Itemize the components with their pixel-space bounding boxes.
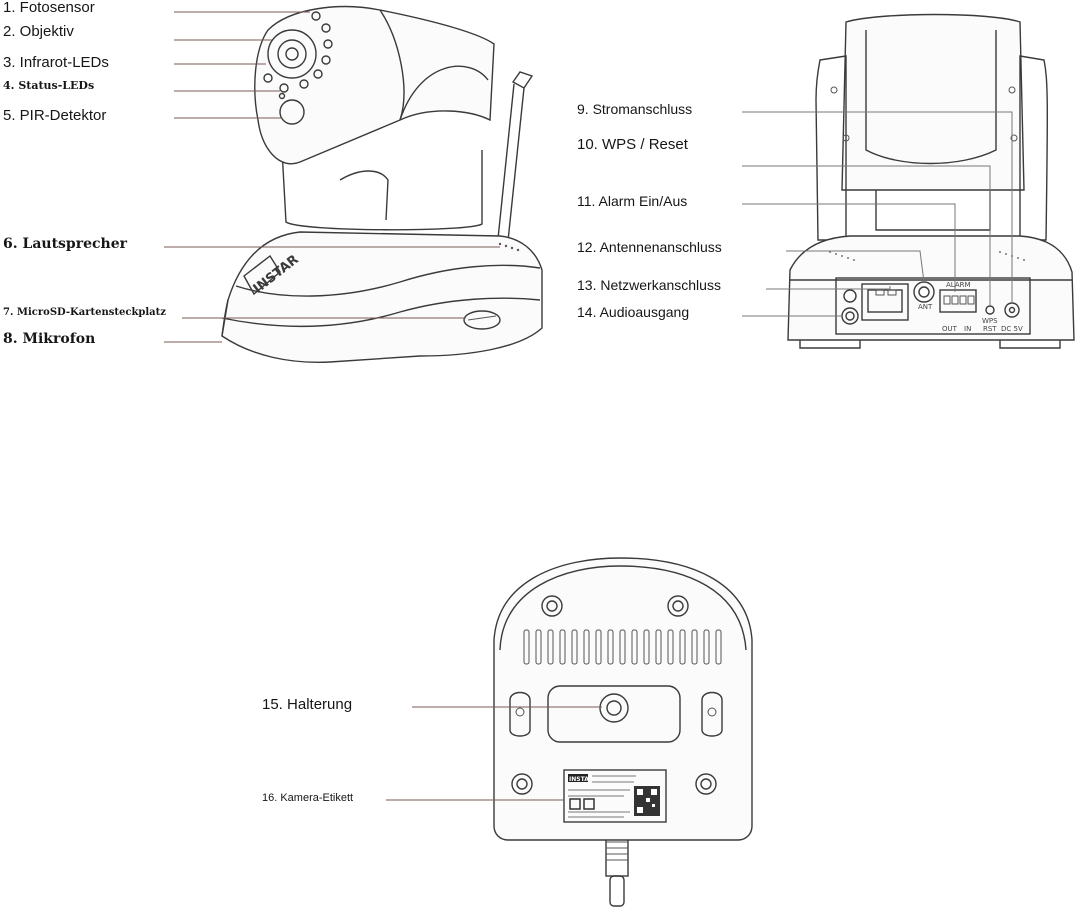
label-kamera-etikett: 16. Kamera-Etikett (262, 792, 354, 804)
label-lautsprecher: 6. Lautsprecher (3, 236, 127, 252)
leader-lines-front (164, 11, 500, 343)
label-netzwerkanschluss: 13. Netzwerkanschluss (577, 277, 721, 293)
label-infrarot-leds: 3. Infrarot-LEDs (3, 54, 109, 71)
label-antennenanschluss: 12. Antennenanschluss (577, 239, 722, 255)
label-brand-logo: INSTAR (569, 776, 594, 783)
wps-marking: WPS (982, 317, 998, 325)
label-halterung: 15. Halterung (262, 696, 353, 713)
leader-lines-rear (742, 111, 1013, 317)
dc-marking: DC 5V (1001, 325, 1023, 333)
front-camera-drawing: INSTAR (221, 5, 543, 363)
label-wps-reset: 10. WPS / Reset (577, 136, 688, 153)
out-marking: OUT (942, 325, 958, 333)
bottom-camera-drawing: INSTAR (493, 557, 753, 907)
label-alarm-ein-aus: 11. Alarm Ein/Aus (577, 193, 688, 209)
ant-marking: ANT (918, 303, 933, 311)
leader-lines-bottom (386, 706, 602, 801)
rear-camera-drawing (787, 13, 1075, 349)
rst-marking: RST (983, 325, 997, 333)
alarm-marking: ALARM (946, 281, 971, 289)
label-pir-detektor: 5. PIR-Detektor (3, 107, 107, 124)
label-objektiv: 2. Objektiv (3, 23, 74, 40)
label-stromanschluss: 9. Stromanschluss (577, 101, 693, 117)
label-mikrofon: 8. Mikrofon (3, 331, 96, 347)
label-fotosensor: 1. Fotosensor (3, 0, 95, 16)
in-marking: IN (964, 325, 971, 333)
label-microsd-slot: 7. MicroSD-Kartensteckplatz (3, 307, 166, 318)
label-status-leds: 4. Status-LEDs (3, 79, 95, 92)
label-audioausgang: 14. Audioausgang (577, 304, 690, 320)
